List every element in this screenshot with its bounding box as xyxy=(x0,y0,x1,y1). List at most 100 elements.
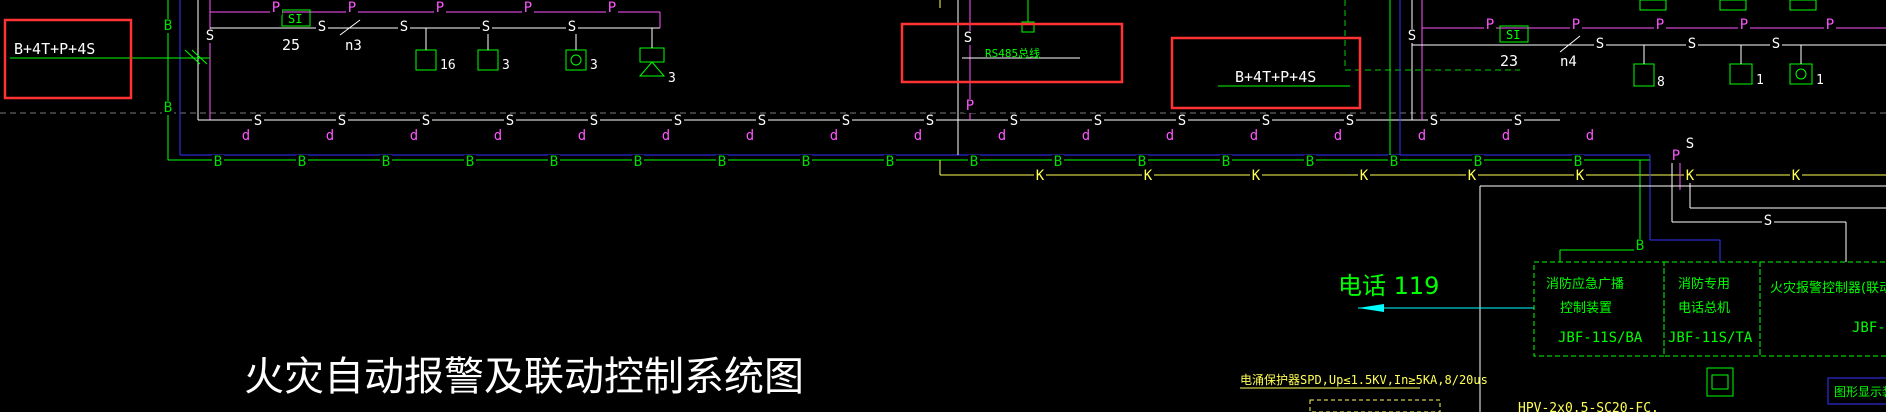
line-code-S: S xyxy=(1596,36,1604,52)
line-code-d: d xyxy=(830,128,838,144)
line-code-S: S xyxy=(1514,113,1522,129)
line-code-S: S xyxy=(1408,28,1416,44)
highlight-box-rs485 xyxy=(900,22,1124,84)
heat-detector-icon xyxy=(477,49,499,71)
svg-text:3: 3 xyxy=(668,71,676,86)
line-code-S: S xyxy=(1010,113,1018,129)
display-device-box xyxy=(1827,377,1886,405)
strobe-icon xyxy=(638,61,666,77)
line-code-B: B xyxy=(1574,154,1582,170)
line-code-B: B xyxy=(970,154,978,170)
line-code-P: P xyxy=(1740,17,1748,33)
svg-text:n4: n4 xyxy=(1560,54,1577,70)
line-code-P: P xyxy=(524,0,532,16)
line-code-K: K xyxy=(1144,168,1153,184)
line-code-d: d xyxy=(998,128,1006,144)
svg-text:JBF-11S/BA: JBF-11S/BA xyxy=(1558,330,1643,346)
si-device-right xyxy=(1499,25,1529,43)
alarm-button-icon-right xyxy=(1789,63,1813,85)
alarm-button-icon xyxy=(565,49,587,71)
line-code-B: B xyxy=(466,154,474,170)
line-code-P: P xyxy=(1572,17,1580,33)
line-code-d: d xyxy=(494,128,502,144)
smoke-detector-icon xyxy=(415,49,437,71)
svg-text:n3: n3 xyxy=(345,38,362,54)
line-code-K: K xyxy=(1360,168,1369,184)
panel-phone xyxy=(1663,261,1761,357)
svg-text:消防专用: 消防专用 xyxy=(1678,276,1730,292)
line-code-P: P xyxy=(272,0,280,16)
line-code-S: S xyxy=(422,113,430,129)
line-code-B: B xyxy=(886,154,894,170)
line-code-d: d xyxy=(578,128,586,144)
line-code-B: B xyxy=(718,154,726,170)
module-icon-right xyxy=(1633,63,1655,87)
line-code-K: K xyxy=(1036,168,1045,184)
line-code-S: S xyxy=(1430,113,1438,129)
line-code-P: P xyxy=(608,0,616,16)
line-code-S: S xyxy=(1686,136,1694,152)
highlight-box-left xyxy=(3,18,133,100)
line-code-S: S xyxy=(1688,36,1696,52)
svg-text:SI: SI xyxy=(1506,28,1520,42)
si-device-left xyxy=(281,9,311,27)
line-code-K: K xyxy=(1252,168,1261,184)
svg-text:16: 16 xyxy=(440,58,456,73)
line-code-d: d xyxy=(410,128,418,144)
line-code-B: B xyxy=(1306,154,1314,170)
panel-controller xyxy=(1759,261,1886,357)
line-code-B: B xyxy=(550,154,558,170)
line-code-d: d xyxy=(1586,128,1594,144)
line-code-S: S xyxy=(758,113,766,129)
svg-text:消防应急广播: 消防应急广播 xyxy=(1546,276,1624,292)
line-code-P: P xyxy=(1672,148,1680,164)
telephone-icon xyxy=(1706,367,1734,397)
rs485-label: RS485总线 xyxy=(985,46,1040,60)
line-code-S: S xyxy=(1346,113,1354,129)
phone-119-label: 电话 119 xyxy=(1338,272,1439,300)
line-code-B: B xyxy=(164,18,172,34)
svg-text:3: 3 xyxy=(502,58,510,73)
line-code-B: B xyxy=(1222,154,1230,170)
line-code-K: K xyxy=(1686,168,1695,184)
diagram-title: 火灾自动报警及联动控制系统图 xyxy=(244,354,804,400)
line-code-S: S xyxy=(506,113,514,129)
line-code-d: d xyxy=(1418,128,1426,144)
svg-text:3: 3 xyxy=(590,58,598,73)
line-code-d: d xyxy=(662,128,670,144)
svg-text:火灾报警控制器(联动型): 火灾报警控制器(联动型) xyxy=(1770,280,1886,296)
line-code-S: S xyxy=(1094,113,1102,129)
highlight-box-right xyxy=(1170,36,1362,110)
arrow-left-icon xyxy=(1358,304,1384,312)
line-code-S: S xyxy=(1764,213,1772,229)
line-code-S: S xyxy=(1772,36,1780,52)
line-code-d: d xyxy=(1166,128,1174,144)
line-code-d: d xyxy=(1502,128,1510,144)
module-icon xyxy=(1021,21,1035,33)
line-code-S: S xyxy=(338,113,346,129)
svg-text:1: 1 xyxy=(1756,73,1764,88)
svg-text:JBF-: JBF- xyxy=(1852,320,1886,336)
line-code-B: B xyxy=(1138,154,1146,170)
line-code-S: S xyxy=(568,19,576,35)
spd-note: 电涌保护器SPD,Up≤1.5KV,In≥5KA,8/20us xyxy=(1240,373,1488,387)
svg-text:控制装置: 控制装置 xyxy=(1560,301,1612,316)
line-code-B: B xyxy=(1054,154,1062,170)
line-code-P: P xyxy=(1826,17,1834,33)
line-code-d: d xyxy=(746,128,754,144)
line-code-B: B xyxy=(214,154,222,170)
svg-text:图形显示装置: 图形显示装置 xyxy=(1834,385,1886,399)
line-code-d: d xyxy=(242,128,250,144)
svg-text:23: 23 xyxy=(1500,52,1518,70)
line-code-d: d xyxy=(1334,128,1342,144)
line-code-S: S xyxy=(400,19,408,35)
line-code-P: P xyxy=(966,98,974,114)
svg-text:1: 1 xyxy=(1816,73,1824,88)
hpv-note: HPV-2x0.5-SC20-FC. xyxy=(1518,401,1659,412)
line-code-B: B xyxy=(802,154,810,170)
line-code-B: B xyxy=(164,100,172,116)
line-code-S: S xyxy=(926,113,934,129)
line-code-B: B xyxy=(298,154,306,170)
line-code-B: B xyxy=(1474,154,1482,170)
